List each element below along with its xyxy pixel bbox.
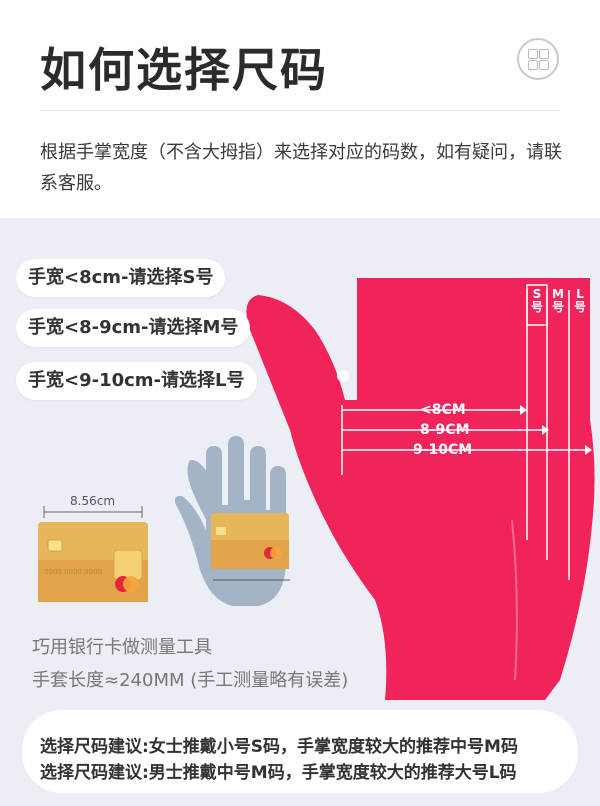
length-note: 手套长度≈240MM (手工测量略有误差) (32, 670, 349, 691)
size-option-l: 手宽<9-10cm-请选择L号 (16, 362, 257, 400)
size-option-s: 手宽<8cm-请选择S号 (16, 259, 226, 297)
measure-label-s: <8CM (420, 402, 466, 418)
bank-card-icon (38, 506, 289, 602)
grid-icon (517, 38, 559, 80)
tool-note: 巧用银行卡做测量工具 (32, 637, 212, 658)
glove-icon (246, 278, 595, 700)
divider (40, 110, 560, 111)
measure-label-m: 8-9CM (420, 422, 470, 438)
advice-line-men: 选择尺码建议:男士推戴中号M码，手掌宽度较大的推荐大号L码 (40, 763, 517, 783)
advice-line-women: 选择尺码建议:女士推戴小号S码，手掌宽度较大的推荐中号M码 (40, 737, 518, 757)
card-number: 0000 0000 0000 (44, 568, 102, 576)
advice-box: 选择尺码建议:女士推戴小号S码，手掌宽度较大的推荐中号M码 选择尺码建议:男士推… (22, 710, 578, 793)
page-title: 如何选择尺码 (40, 43, 328, 97)
measure-label-l: 9-10CM (413, 442, 473, 458)
size-option-m: 手宽<8-9cm-请选择M号 (16, 309, 251, 347)
header-section: 如何选择尺码 根据手掌宽度（不含大拇指）来选择对应的码数，如有疑问，请联系客服。 (0, 0, 600, 218)
card-width-label: 8.56cm (70, 494, 116, 508)
size-description: 根据手掌宽度（不含大拇指）来选择对应的码数，如有疑问，请联系客服。 (40, 142, 562, 194)
